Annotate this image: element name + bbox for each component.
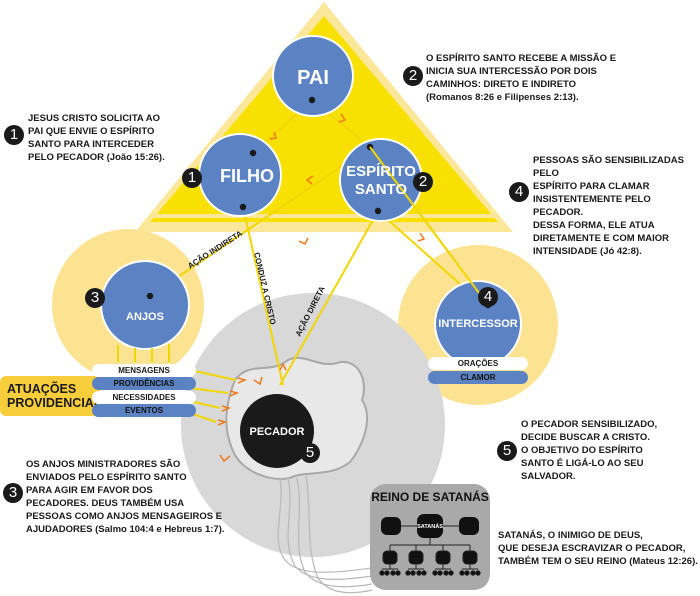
filho-label: FILHO xyxy=(220,166,274,186)
filho-badge: 1 xyxy=(182,168,202,188)
tethers xyxy=(277,475,373,594)
note-line: INSISTENTEMENTE PELO PECADOR. xyxy=(533,194,651,218)
pecador-node[interactable] xyxy=(240,394,314,468)
anjos-supports xyxy=(117,344,170,362)
note-line: OS ANJOS MINISTRADORES SÃO xyxy=(26,459,181,470)
note-line: DIRETAMENTE E COM MAIOR xyxy=(533,233,669,244)
intercessor-label: INTERCESSOR xyxy=(438,318,518,330)
note-5-badge: 5 xyxy=(497,441,517,461)
note-satanas: SATANÁS, O INIMIGO DE DEUS, QUE DESEJA E… xyxy=(498,529,698,568)
atuacoes-providenciais: ATUAÇÕES PROVIDENCIAIS xyxy=(0,376,106,416)
note-1: JESUS CRISTO SOLICITA AO PAI QUE ENVIE O… xyxy=(28,112,165,164)
note-4-badge: 4 xyxy=(509,182,529,202)
note-line: ENVIADOS PELO ESPÍRITO SANTO xyxy=(26,472,187,483)
note-line: SATANÁS, O INIMIGO DE DEUS, xyxy=(498,530,643,541)
pill-eventos[interactable]: EVENTOS xyxy=(92,404,196,417)
note-line: SANTO É LIGÁ-LO AO SEU xyxy=(521,458,644,469)
note-3: OS ANJOS MINISTRADORES SÃO ENVIADOS PELO… xyxy=(26,458,225,536)
espirito-label-2: SANTO xyxy=(355,181,408,198)
reino-de-satanas: REINO DE SATANÁS SATANÁS xyxy=(370,484,490,590)
providencial-title-1: ATUAÇÕES xyxy=(7,382,77,396)
anjos-node[interactable] xyxy=(100,260,190,350)
note-line: SANTO PARA INTERCEDER xyxy=(28,139,154,150)
note-line: PECADORES. DEUS TAMBÉM USA xyxy=(26,498,185,509)
pill-providencias-especiais[interactable]: PROVIDÊNCIAS ESPECIAIS xyxy=(92,377,196,401)
note-line: CAMINHOS: DIRETO E INDIRETO xyxy=(426,79,577,90)
note-line: JESUS CRISTO SOLICITA AO xyxy=(28,113,160,124)
pill-mensagens[interactable]: MENSAGENS xyxy=(92,364,196,377)
note-line: PESSOAS COMO ANJOS MENSAGEIROS E xyxy=(26,511,223,522)
anjos-badge: 3 xyxy=(85,288,105,308)
note-line: AJUDADORES (Salmo 104:4 e Hebreus 1:7). xyxy=(26,524,225,535)
note-line: INTENSIDADE (Jó 42:8). xyxy=(533,246,642,257)
acao-indireta-label: AÇÃO INDIRETA xyxy=(186,229,244,271)
filho-dot-bottom xyxy=(239,203,247,211)
filho-dot-top xyxy=(249,149,257,157)
note-line: SALVADOR. xyxy=(521,471,576,482)
espirito-node[interactable] xyxy=(339,138,423,222)
providencial-title-2: PROVIDENCIAIS xyxy=(7,396,106,410)
arrow-heads xyxy=(217,113,426,463)
anjos-dot xyxy=(146,292,154,300)
satan-title: REINO DE SATANÁS xyxy=(371,490,489,504)
pill-clamor[interactable]: CLAMOR xyxy=(428,371,528,384)
pai-label: PAI xyxy=(297,67,329,89)
intercessor-link xyxy=(369,146,489,306)
note-line: INICIA SUA INTERCESSÃO POR DOIS xyxy=(426,66,597,77)
note-line: DECIDE BUSCAR A CRISTO. xyxy=(521,432,650,443)
note-line: TAMBÉM TEM O SEU REINO (Mateus 12:26). xyxy=(498,556,698,567)
espirito-dot-bottom xyxy=(374,207,382,215)
satan-center-label: SATANÁS xyxy=(417,523,443,530)
note-line: O OBJETIVO DO ESPÍRITO xyxy=(521,445,643,456)
espirito-badge: 2 xyxy=(413,172,433,192)
espirito-label-1: ESPÍRITO xyxy=(346,163,416,180)
note-line: (Romanos 8:26 e Filipenses 2:13). xyxy=(426,92,579,103)
pill-oracoes-persistentes[interactable]: ORAÇÕES PERSISTENTES xyxy=(428,357,528,381)
anjos-label: ANJOS xyxy=(126,311,164,323)
pai-dot xyxy=(308,96,316,104)
note-3-badge: 3 xyxy=(3,483,23,503)
note-1-badge: 1 xyxy=(4,125,24,145)
note-2: O ESPÍRITO SANTO RECEBE A MISSÃO E INICI… xyxy=(426,52,616,104)
satan-hierarchy: SATANÁS xyxy=(379,514,481,576)
note-line: PELO PECADOR (João 15:26). xyxy=(28,152,165,163)
note-line: O ESPÍRITO SANTO RECEBE A MISSÃO E xyxy=(426,53,617,64)
note-line: ESPÍRITO PARA CLAMAR xyxy=(533,181,650,192)
note-4: PESSOAS SÃO SENSIBILIZADAS PELO ESPÍRITO… xyxy=(533,154,700,258)
note-5: O PECADOR SENSIBILIZADO, DECIDE BUSCAR A… xyxy=(521,418,657,483)
intercessor-badge: 4 xyxy=(478,287,498,307)
note-line: DESSA FORMA, ELE ATUA xyxy=(533,220,655,231)
pai-node[interactable] xyxy=(272,35,354,117)
pecador-label: PECADOR xyxy=(249,426,304,438)
note-line: QUE DESEJA ESCRAVIZAR O PECADOR, xyxy=(498,543,686,554)
pecador-badge: 5 xyxy=(300,443,320,463)
note-line: PESSOAS SÃO SENSIBILIZADAS PELO xyxy=(533,155,684,179)
note-line: PARA AGIR EM FAVOR DOS xyxy=(26,485,153,496)
note-line: PAI QUE ENVIE O ESPÍRITO xyxy=(28,126,155,137)
pill-necessidades[interactable]: NECESSIDADES xyxy=(92,391,196,404)
note-line: O PECADOR SENSIBILIZADO, xyxy=(521,419,658,430)
note-2-badge: 2 xyxy=(403,66,423,86)
